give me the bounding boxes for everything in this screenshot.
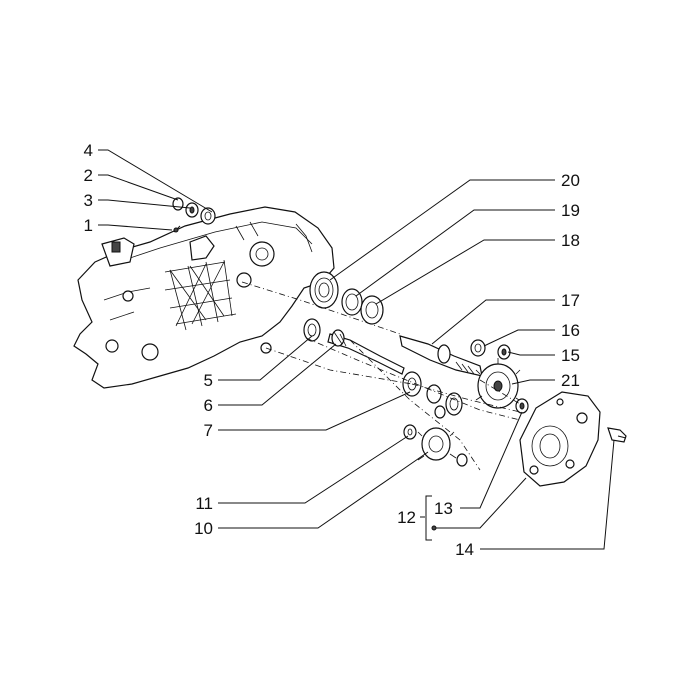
callout-1: 1 bbox=[84, 216, 93, 235]
ring-part-19 bbox=[341, 288, 363, 316]
callout-17: 17 bbox=[561, 291, 580, 310]
assembly-axis-lines bbox=[241, 281, 521, 471]
callout-21: 21 bbox=[561, 371, 580, 390]
leader-lines bbox=[98, 149, 615, 550]
washer-part-16 bbox=[470, 339, 486, 357]
pin-part-1 bbox=[173, 225, 181, 233]
callout-11: 11 bbox=[195, 494, 213, 513]
callout-14: 14 bbox=[455, 540, 474, 559]
gear-part-10 bbox=[417, 427, 457, 461]
washers-parts-2-3-4 bbox=[172, 197, 216, 225]
callout-10: 10 bbox=[194, 519, 213, 538]
callout-4: 4 bbox=[84, 141, 93, 160]
callout-12: 12 bbox=[397, 508, 416, 527]
bearing-part-18 bbox=[360, 295, 384, 325]
callout-5: 5 bbox=[204, 371, 213, 390]
washer-part-11 bbox=[403, 424, 468, 467]
cover-part-14 bbox=[519, 391, 601, 487]
shaft-part-17 bbox=[399, 335, 483, 377]
callout-7: 7 bbox=[204, 421, 213, 440]
callout-15: 15 bbox=[561, 346, 580, 365]
washer-center-parts bbox=[426, 384, 463, 419]
shaft-part-6 bbox=[327, 329, 405, 375]
callout-19: 19 bbox=[561, 201, 580, 220]
callout-3: 3 bbox=[84, 191, 93, 210]
callout-16: 16 bbox=[561, 321, 580, 340]
bearing-part-5 bbox=[303, 318, 321, 342]
crankcase-housing bbox=[73, 206, 335, 389]
bolt-part-14 bbox=[607, 427, 627, 443]
callout-2: 2 bbox=[84, 166, 93, 185]
callout-6: 6 bbox=[204, 396, 213, 415]
gear-part-21 bbox=[475, 358, 523, 409]
washer-part-13 bbox=[515, 398, 529, 414]
nut-part-15 bbox=[497, 344, 511, 360]
callout-20: 20 bbox=[561, 171, 580, 190]
callout-13: 13 bbox=[434, 499, 453, 518]
callout-18: 18 bbox=[561, 231, 580, 250]
callout-labels: 4 2 3 1 5 6 7 11 10 20 19 18 17 16 15 21… bbox=[84, 141, 580, 559]
bearing-part-20 bbox=[309, 271, 339, 309]
